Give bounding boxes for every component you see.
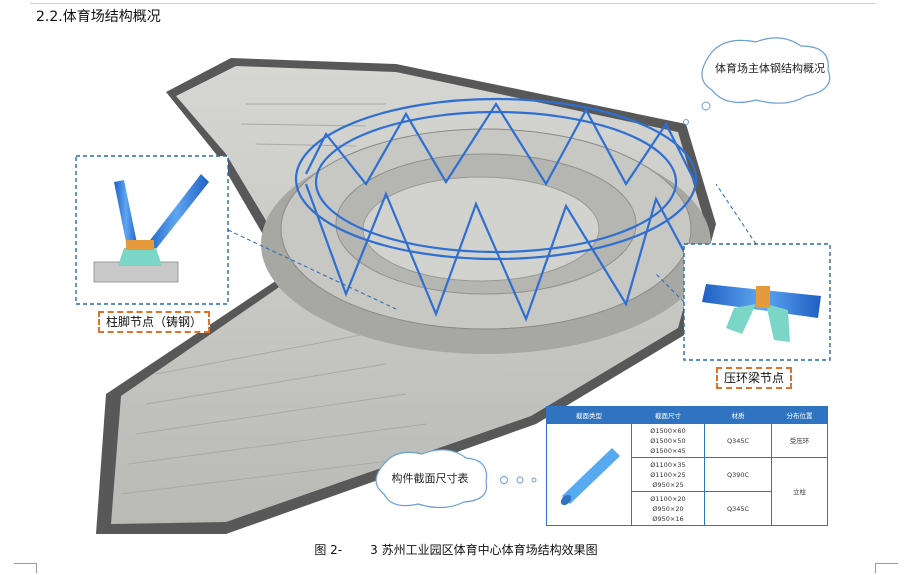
section-table-label: 构件截面尺寸表 bbox=[392, 471, 469, 485]
header-material: 材质 bbox=[704, 406, 772, 424]
size-value: Ø1100×20 bbox=[650, 494, 686, 503]
section-size-table: 截面类型 截面尺寸 材质 分布位置 Ø1500×60 Ø1500×50 Ø150… bbox=[546, 406, 828, 526]
header-section-type: 截面类型 bbox=[546, 406, 632, 424]
section-heading: 2.2.体育场结构概况 bbox=[36, 9, 161, 25]
size-value: Ø1500×60 bbox=[650, 426, 686, 435]
column-foot-node-illustration bbox=[93, 174, 209, 283]
page-corner-mark bbox=[874, 563, 876, 573]
location-cell: 立柱 bbox=[771, 457, 828, 526]
steel-ring-truss bbox=[294, 97, 698, 323]
size-value: Ø1100×25 bbox=[650, 470, 686, 479]
table-row: Ø1100×20 Ø950×20 Ø950×16 Q345C bbox=[547, 491, 828, 526]
figure-caption: 图 2- 3 苏州工业园区体育中心体育场结构效果图 bbox=[0, 541, 912, 558]
field bbox=[362, 176, 600, 282]
ring-node-leader-2 bbox=[715, 183, 757, 245]
pipe-section-image bbox=[546, 423, 632, 526]
size-value: Ø1500×50 bbox=[650, 436, 686, 445]
table-header-row: 截面类型 截面尺寸 材质 分布位置 bbox=[546, 406, 828, 424]
size-value: Ø1500×45 bbox=[650, 446, 686, 455]
stadium-illustration: 体育场主体钢结构概况 构件截面尺寸表 bbox=[75, 37, 831, 534]
header-section-size: 截面尺寸 bbox=[631, 406, 705, 424]
material-cell: Q345C bbox=[704, 491, 772, 526]
column-foot-leader bbox=[227, 229, 397, 310]
size-value: Ø950×20 bbox=[652, 504, 684, 513]
table-row: Ø1500×60 Ø1500×50 Ø1500×45 Q345C 受压环 bbox=[546, 423, 828, 526]
figure-number: 图 2- bbox=[314, 543, 343, 557]
header-location: 分布位置 bbox=[771, 406, 828, 424]
deck-grating bbox=[120, 103, 447, 495]
ring-node-illustration bbox=[702, 284, 821, 342]
figure-index: 3 bbox=[370, 543, 378, 557]
page-corner-mark bbox=[14, 563, 36, 574]
size-value: Ø1100×35 bbox=[650, 460, 686, 469]
material-cell: Q390C bbox=[704, 457, 772, 492]
main-structure-label: 体育场主体钢结构概况 bbox=[715, 61, 825, 75]
size-value: Ø950×16 bbox=[652, 514, 684, 523]
size-cell: Ø1100×20 Ø950×20 Ø950×16 bbox=[631, 491, 705, 526]
column-foot-tag: 柱脚节点（铸钢） bbox=[98, 311, 211, 333]
figure-title: 苏州工业园区体育中心体育场结构效果图 bbox=[381, 543, 598, 557]
pipe-icon bbox=[560, 448, 620, 506]
table-row: Ø1100×35 Ø1100×25 Ø950×25 Q390C 立柱 bbox=[547, 457, 828, 526]
page-top-rule bbox=[30, 3, 876, 4]
ring-node-tag: 压环梁节点 bbox=[716, 367, 793, 389]
size-value: Ø950×25 bbox=[652, 480, 684, 489]
main-structure-cloud: 体育场主体钢结构概况 bbox=[683, 37, 831, 125]
size-cell: Ø1500×60 Ø1500×50 Ø1500×45 bbox=[631, 423, 705, 458]
page-corner-mark bbox=[876, 563, 898, 574]
material-cell: Q345C bbox=[704, 423, 772, 458]
section-table-cloud: 构件截面尺寸表 bbox=[375, 449, 537, 509]
location-cell: 受压环 bbox=[771, 423, 828, 458]
page-corner-mark bbox=[36, 563, 38, 573]
size-cell: Ø1100×35 Ø1100×25 Ø950×25 bbox=[631, 457, 705, 492]
